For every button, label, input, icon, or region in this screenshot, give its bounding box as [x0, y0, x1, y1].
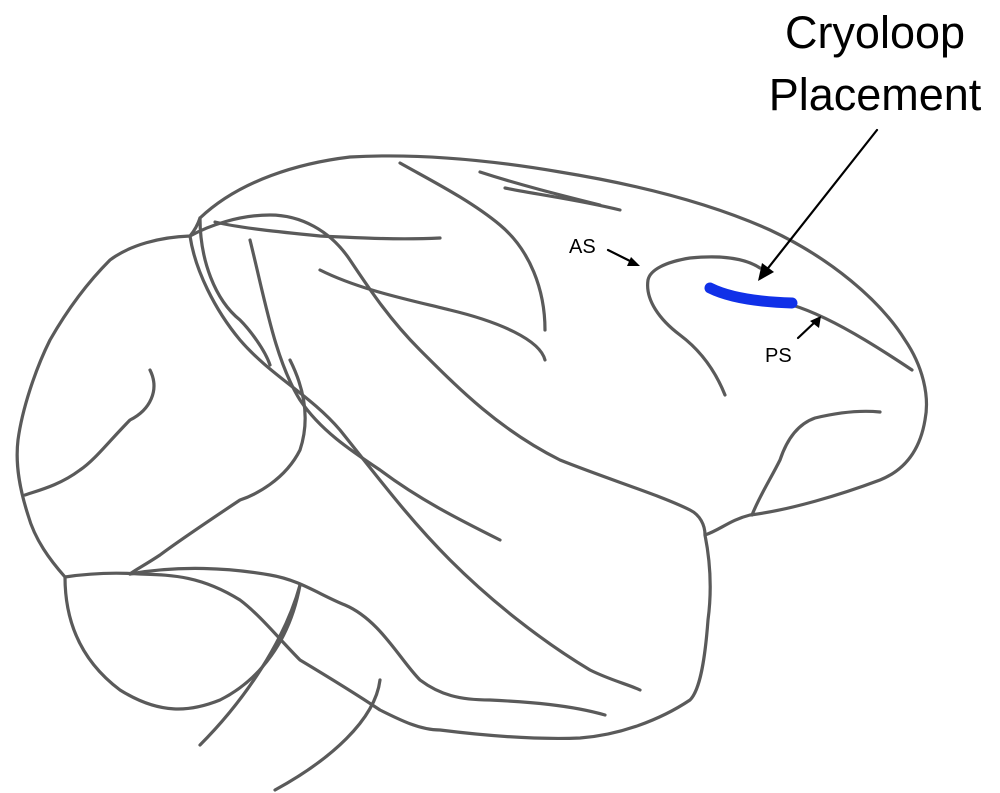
superior-temporal-sulcus	[190, 236, 640, 690]
cryoloop-marker	[710, 288, 792, 303]
as-label: AS	[569, 236, 596, 258]
cryoloop-arrow-line	[765, 130, 877, 272]
cryoloop-title-line1: Cryoloop	[785, 7, 965, 58]
lunate-sulcus	[25, 370, 154, 495]
cryoloop-title-line2: Placement	[769, 69, 982, 120]
postcentral-sulcus	[400, 163, 545, 330]
temporal-lower-line	[130, 568, 605, 715]
ps-arrow-line	[798, 322, 815, 338]
principal-sulcus	[792, 305, 912, 370]
ps-label: PS	[765, 345, 792, 367]
central-sulcus	[320, 270, 545, 360]
as-arrow-line	[608, 250, 632, 262]
intraparietal-sulcus	[215, 222, 440, 239]
cryoloop-arrow-head	[758, 263, 774, 281]
frontal-lower-sulcus	[752, 411, 880, 515]
principal-sulcus-upper	[505, 188, 620, 210]
occipital-sulcus	[200, 218, 270, 365]
cerebellum	[65, 577, 300, 709]
brainstem-right	[275, 680, 380, 790]
brain-outline	[17, 156, 926, 739]
arcuate-sulcus	[648, 257, 760, 395]
parieto-occipital-line	[130, 360, 305, 574]
